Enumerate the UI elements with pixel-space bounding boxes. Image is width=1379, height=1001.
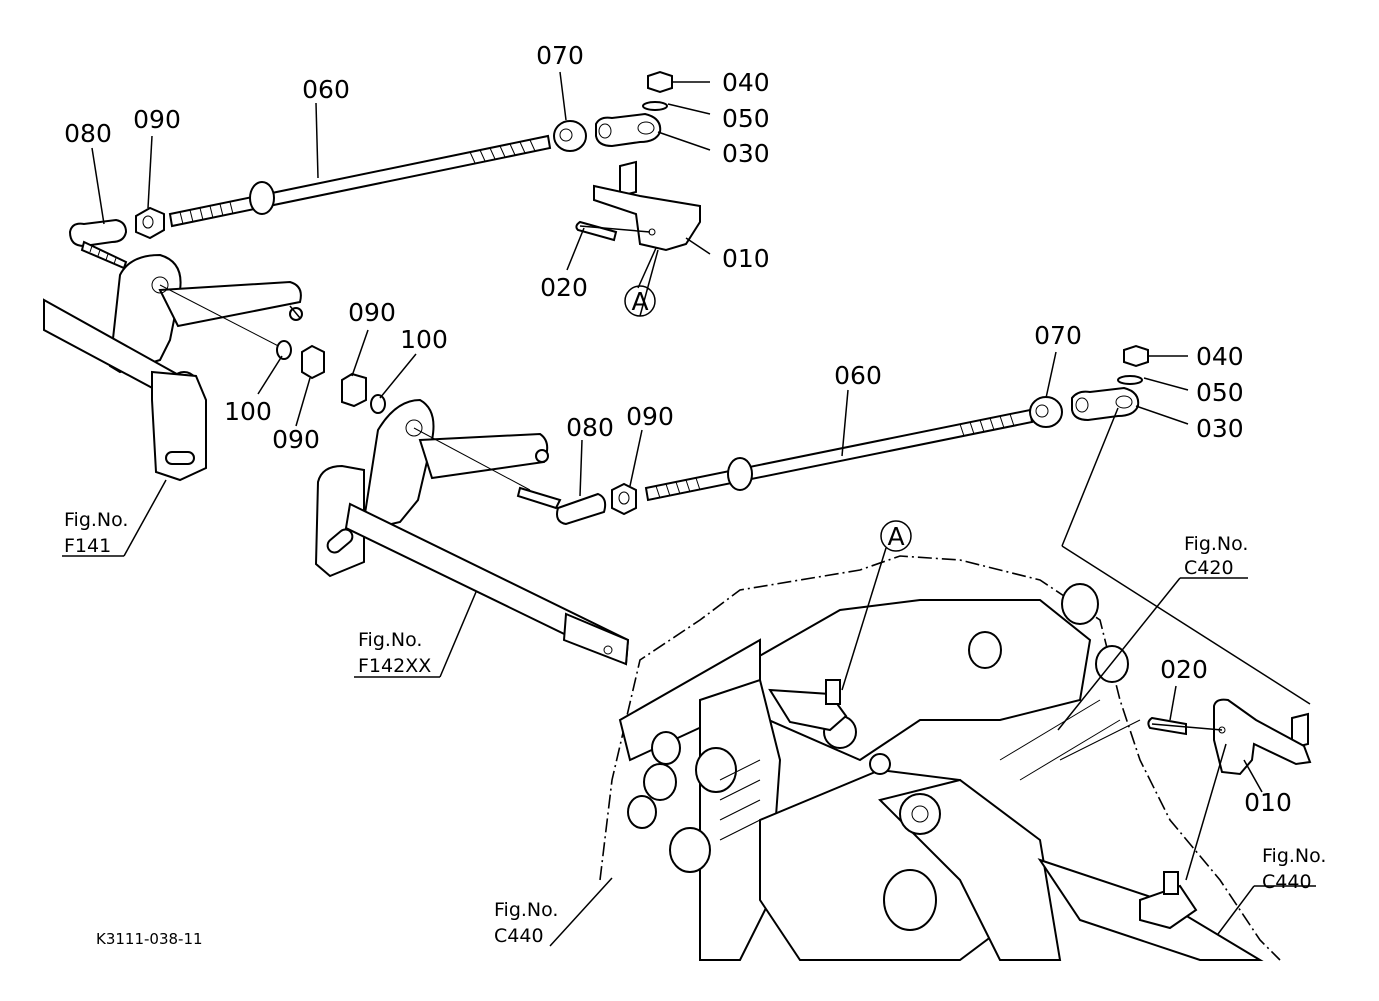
label-010-low: 010 xyxy=(1244,788,1292,817)
callout-a-top-text: A xyxy=(631,287,648,316)
label-090-mid-b: 090 xyxy=(348,298,396,327)
label-060-top: 060 xyxy=(302,75,350,104)
nut-090-mid-a xyxy=(301,344,325,380)
label-060-low: 060 xyxy=(834,361,882,390)
ball-joint-030-lower xyxy=(1071,386,1140,422)
nut-070-upper xyxy=(553,120,587,152)
label-040-top: 040 xyxy=(722,68,770,97)
upper-rod-assembly xyxy=(68,70,701,270)
fig-ref-f142xx: Fig.No. F142XX xyxy=(358,629,431,677)
drawing-code: K3111-038-11 xyxy=(96,930,203,948)
nut-040-lower xyxy=(1123,344,1149,368)
fig-ref-c420-line2: C420 xyxy=(1184,557,1234,579)
stud-upper xyxy=(619,160,637,198)
nut-090-lower xyxy=(611,482,637,516)
nut-070-lower xyxy=(1029,396,1063,428)
label-080-top: 080 xyxy=(64,119,112,148)
ball-joint-030-upper xyxy=(595,112,662,148)
washer-050-upper xyxy=(642,101,668,111)
transmission-case xyxy=(599,555,1281,961)
label-030-low: 030 xyxy=(1196,414,1244,443)
fig-ref-f141-line1: Fig.No. xyxy=(64,509,128,531)
label-090-low: 090 xyxy=(626,402,674,431)
lower-right-lever xyxy=(1147,698,1312,776)
washer-100-mid-a xyxy=(276,340,292,360)
lever-f141 xyxy=(43,253,386,482)
leader-lines xyxy=(62,71,1316,947)
label-090-mid-a: 090 xyxy=(272,425,320,454)
fig-ref-c440-left-line1: Fig.No. xyxy=(494,899,558,921)
lever-010-upper xyxy=(593,184,701,252)
washer-100-mid-b xyxy=(370,394,386,414)
lever-f142xx xyxy=(314,344,1149,666)
fig-ref-c440-right: Fig.No. C440 xyxy=(1262,845,1326,893)
label-100-mid-b: 100 xyxy=(400,325,448,354)
rod-060-upper xyxy=(168,134,552,228)
fig-ref-f142xx-line2: F142XX xyxy=(358,655,431,677)
nut-090-mid-b xyxy=(341,372,367,408)
fig-ref-c420-line1: Fig.No. xyxy=(1184,533,1248,555)
rod-end-080-lower xyxy=(556,492,607,526)
callout-a-top: A xyxy=(624,285,656,317)
label-070-top: 070 xyxy=(536,41,584,70)
fig-ref-c440-right-line1: Fig.No. xyxy=(1262,845,1326,867)
fig-ref-c440-right-line2: C440 xyxy=(1262,871,1312,893)
washer-050-lower xyxy=(1117,375,1143,385)
callout-a-mid-text: A xyxy=(887,522,904,551)
part-labels: 060 070 040 050 030 010 020 080 090 090 … xyxy=(64,41,1292,817)
fig-ref-f142xx-line1: Fig.No. xyxy=(358,629,422,651)
label-040-low: 040 xyxy=(1196,342,1244,371)
label-010-top: 010 xyxy=(722,244,770,273)
rod-060-lower xyxy=(644,408,1034,502)
rod-collar-lower xyxy=(727,457,753,491)
rod-collar-upper xyxy=(249,181,275,215)
label-050-low: 050 xyxy=(1196,378,1244,407)
label-020-top: 020 xyxy=(540,273,588,302)
rod-end-080-upper xyxy=(68,218,128,248)
fig-ref-c440-left-line2: C440 xyxy=(494,925,544,947)
nut-040-upper xyxy=(647,70,673,94)
nut-090-upper xyxy=(135,206,165,240)
label-020-low: 020 xyxy=(1160,655,1208,684)
fig-ref-f141: Fig.No. F141 xyxy=(64,509,128,557)
label-100-mid-a: 100 xyxy=(224,397,272,426)
fig-ref-c440-left: Fig.No. C440 xyxy=(494,899,558,947)
label-080-low: 080 xyxy=(566,413,614,442)
stud-lower xyxy=(1291,712,1309,750)
lever-010-lower xyxy=(1213,698,1312,776)
fig-ref-c420: Fig.No. C420 xyxy=(1184,533,1248,579)
callout-a-mid: A xyxy=(880,520,912,552)
label-030-top: 030 xyxy=(722,139,770,168)
label-070-low: 070 xyxy=(1034,321,1082,350)
label-050-top: 050 xyxy=(722,104,770,133)
label-090-top: 090 xyxy=(133,105,181,134)
fig-ref-f141-line2: F141 xyxy=(64,535,111,557)
